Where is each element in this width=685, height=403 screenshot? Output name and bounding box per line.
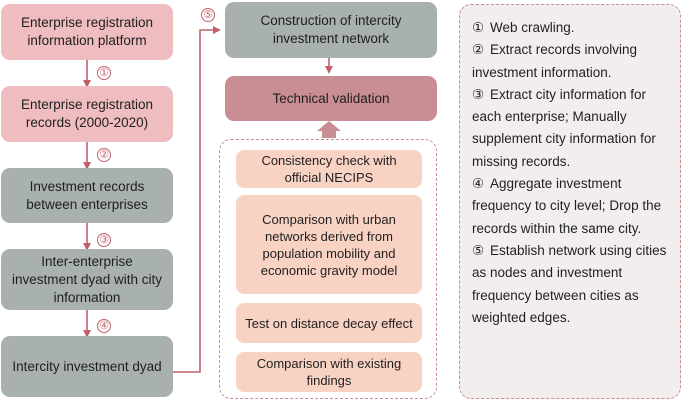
step-marker-2: ② [97, 148, 111, 162]
network-construction-box: Construction of intercity investment net… [225, 2, 437, 58]
check-existing-findings-box: Comparison with existing findings [236, 352, 422, 392]
check-distance-decay-box: Test on distance decay effect [236, 303, 422, 343]
technical-validation-label: Technical validation [272, 90, 390, 106]
validation-checks-group [219, 139, 437, 399]
step-marker-3: ③ [97, 233, 111, 247]
check-necips-label: Consistency check with official NECIPS [261, 153, 397, 185]
investment-dyad-city-box: Inter-enterprise investment dyad with ci… [1, 249, 173, 310]
intercity-investment-dyad-box: Intercity investment dyad [1, 336, 173, 397]
technical-validation-box: Technical validation [225, 76, 437, 121]
check-urban-networks-box: Comparison with urban networks derived f… [236, 195, 422, 294]
step-marker-4: ④ [97, 319, 111, 333]
check-existing-findings-label: Comparison with existing findings [256, 356, 402, 388]
check-necips-box: Consistency check with official NECIPS [236, 150, 422, 188]
check-urban-networks-label: Comparison with urban networks derived f… [260, 211, 398, 278]
investment-records-label: Investment records between enterprises [26, 178, 148, 212]
enterprise-registration-records-box: Enterprise registration records (2000-20… [1, 86, 173, 142]
block-arrow-checks-to-validation [317, 121, 341, 138]
investment-records-box: Investment records between enterprises [1, 168, 173, 223]
arrow-step5-to-network [173, 26, 221, 373]
step-marker-1: ① [97, 66, 111, 80]
check-distance-decay-label: Test on distance decay effect [245, 315, 413, 331]
enterprise-registration-platform-label: Enterprise registration information plat… [20, 15, 154, 48]
network-construction-label: Construction of intercity investment net… [260, 13, 402, 46]
enterprise-registration-platform-box: Enterprise registration information plat… [1, 4, 173, 60]
intercity-investment-dyad-label: Intercity investment dyad [12, 358, 162, 374]
step-marker-5: ⑤ [201, 8, 215, 22]
investment-dyad-city-label: Inter-enterprise investment dyad with ci… [11, 253, 163, 305]
enterprise-registration-records-label: Enterprise registration records (2000-20… [20, 97, 154, 130]
